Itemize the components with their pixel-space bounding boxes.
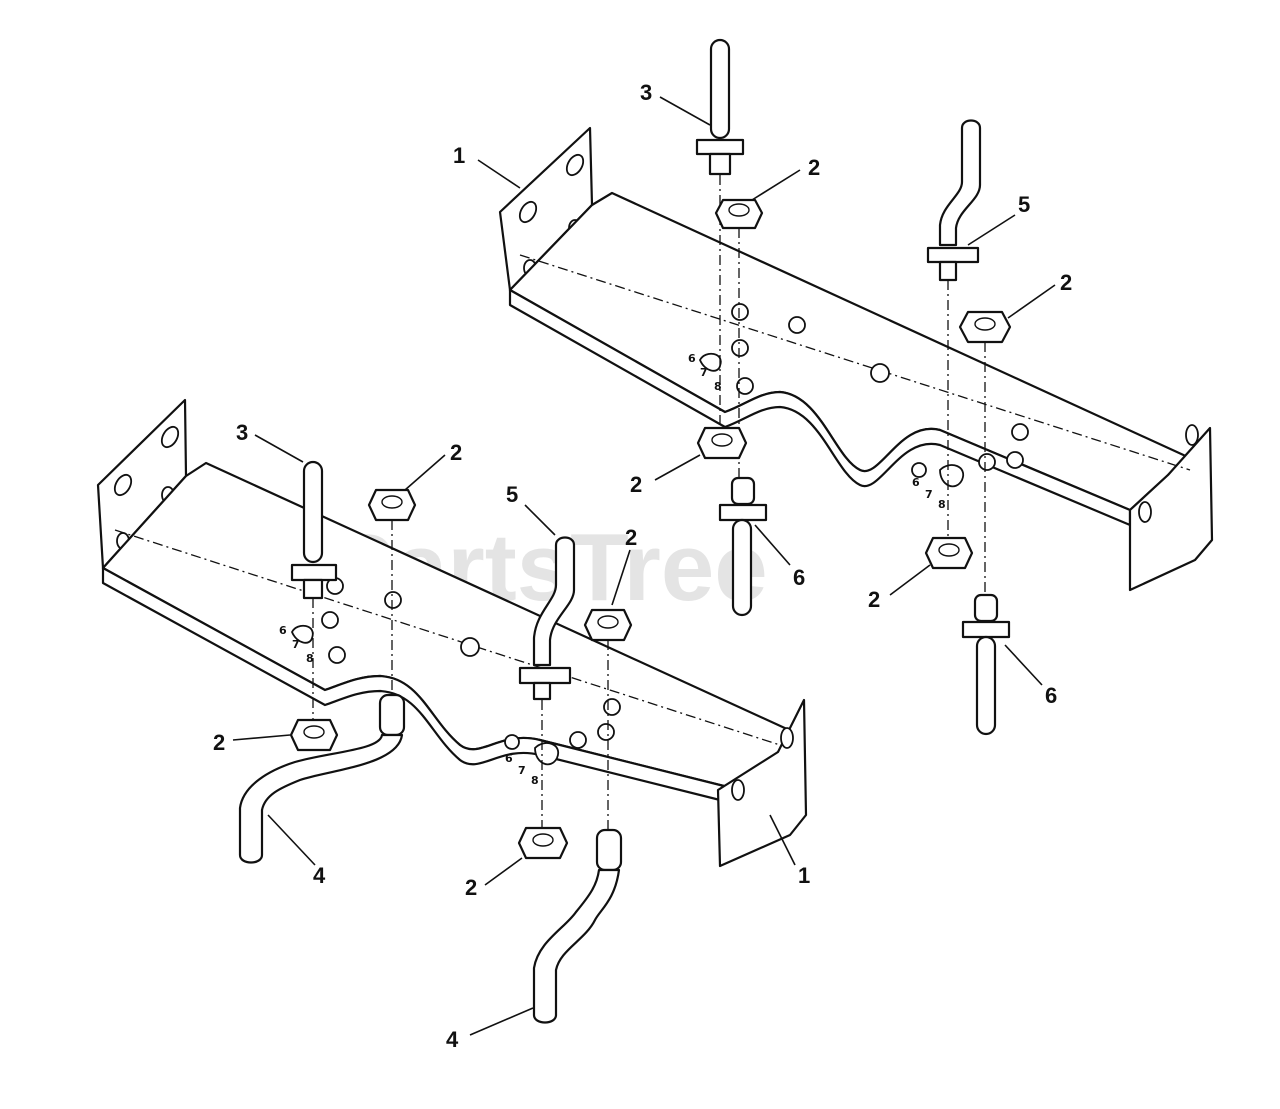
upper-rod-6b — [961, 593, 1011, 736]
slot-number: 7 — [292, 638, 300, 651]
callout-lower-nut-b: 2 — [625, 525, 637, 550]
slot-number: 6 — [279, 624, 287, 637]
upper-rod-5 — [926, 119, 982, 540]
callout-upper-rod-6b: 6 — [1045, 683, 1057, 708]
upper-rod-3 — [695, 38, 745, 445]
slot-number: 7 — [700, 366, 708, 379]
slot-number: 6 — [688, 352, 696, 365]
upper-nut-d — [924, 536, 974, 570]
callout-lower-rod-4b: 4 — [446, 1027, 459, 1052]
upper-bracket: 6 7 8 6 7 8 — [498, 126, 1214, 592]
upper-rod-6a — [718, 476, 768, 617]
callout-upper-rod-6a: 6 — [793, 565, 805, 590]
lower-rod-4a — [238, 693, 406, 864]
lower-nut-b — [583, 608, 633, 830]
callout-upper-rod-3: 3 — [640, 80, 652, 105]
callout-lower-rod-3: 3 — [236, 420, 248, 445]
lower-nut-a — [367, 488, 417, 700]
slot-number: 8 — [938, 498, 946, 511]
slot-number: 8 — [531, 774, 539, 787]
callout-upper-nut-c: 2 — [630, 472, 642, 497]
callout-lower-nut-c: 2 — [213, 730, 225, 755]
slot-number: 6 — [505, 752, 513, 765]
slot-number: 6 — [912, 476, 920, 489]
callout-lower-nut-d: 2 — [465, 875, 477, 900]
callout-lower-nut-a: 2 — [450, 440, 462, 465]
callout-upper-nut-a: 2 — [808, 155, 820, 180]
callout-upper-rod-5: 5 — [1018, 192, 1030, 217]
callout-lower-rod-5: 5 — [506, 482, 518, 507]
upper-nut-b — [958, 310, 1012, 600]
callout-lower-bracket: 1 — [798, 863, 810, 888]
lower-rod-5 — [518, 536, 576, 830]
lower-nut-d — [517, 826, 569, 860]
lower-rod-4b — [532, 828, 623, 1024]
lower-rod-3 — [290, 460, 338, 720]
callout-upper-bracket: 1 — [453, 143, 465, 168]
callout-upper-nut-b: 2 — [1060, 270, 1072, 295]
slot-number: 7 — [518, 764, 526, 777]
callout-lower-rod-4a: 4 — [313, 863, 326, 888]
slot-number: 8 — [306, 652, 314, 665]
upper-nut-c — [696, 426, 748, 460]
lower-bracket: 6 7 8 6 7 8 — [96, 398, 808, 868]
lower-nut-c — [289, 718, 339, 752]
slot-number: 8 — [714, 380, 722, 393]
slot-number: 7 — [925, 488, 933, 501]
callout-upper-nut-d: 2 — [868, 587, 880, 612]
